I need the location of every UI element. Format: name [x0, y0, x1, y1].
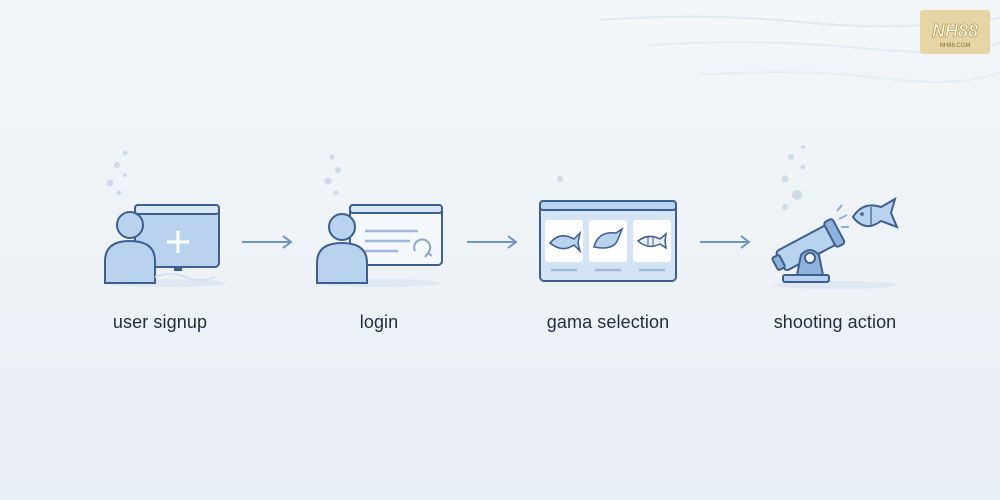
brand-logo: NH88 NH88.COM: [920, 10, 990, 54]
step-user-signup: [55, 135, 275, 300]
step-game-selection: [498, 135, 718, 300]
game-selection-icon: [539, 176, 677, 282]
logo-text: NH88: [932, 21, 978, 41]
step-label-user-signup: user signup: [112, 312, 208, 332]
user-signup-icon: [103, 150, 227, 287]
step-shooting-action: [725, 135, 945, 300]
login-icon: [316, 154, 443, 287]
step-label-shooting-action: shooting action: [773, 312, 897, 332]
water-ripples: [599, 15, 1000, 83]
cannon-fish-icon: [771, 145, 899, 289]
arrow-right-icon: [467, 235, 518, 249]
step-label-game-selection: gama selection: [546, 312, 670, 332]
step-login: [270, 135, 490, 300]
arrow-right-icon: [700, 235, 751, 249]
step-label-login: login: [359, 312, 399, 332]
arrow-right-icon: [242, 235, 293, 249]
logo-subtext: NH88.COM: [939, 43, 970, 49]
